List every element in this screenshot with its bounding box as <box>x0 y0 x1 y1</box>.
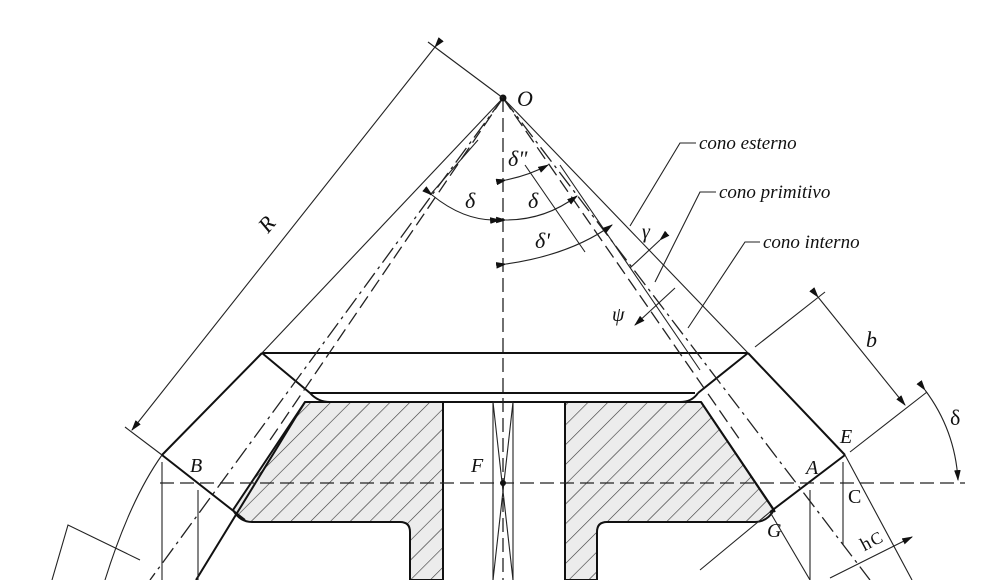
hub-section-right <box>564 401 776 580</box>
label-f: F <box>470 455 484 477</box>
label-delta-prime: δ' <box>535 228 550 253</box>
label-delta-double-prime: δ" <box>508 146 528 171</box>
label-psi: ψ <box>612 304 625 326</box>
center-point-f <box>500 480 506 486</box>
label-delta-back: δ <box>950 405 960 430</box>
gear-outline <box>104 352 913 580</box>
label-apex: O <box>517 86 533 111</box>
label-gamma: γ <box>642 221 651 243</box>
dimension-r <box>124 37 504 456</box>
dimension-b <box>754 287 928 453</box>
label-c: C <box>848 486 861 508</box>
label-delta-right: δ <box>528 188 539 213</box>
leaders <box>629 142 760 329</box>
label-b: b <box>866 327 877 352</box>
label-delta-left: δ <box>465 188 476 213</box>
dimension-hc <box>829 536 913 579</box>
label-b-point: B <box>190 455 202 477</box>
label-r: R <box>252 210 281 238</box>
label-cono-primitivo: cono primitivo <box>719 182 830 203</box>
partial-dimension <box>51 524 141 580</box>
label-cono-esterno: cono esterno <box>699 133 797 154</box>
label-g: G <box>767 520 782 542</box>
label-a: A <box>804 457 819 479</box>
hub-section-left <box>231 401 444 580</box>
angle-arcs <box>422 164 961 482</box>
label-cono-interno: cono interno <box>763 232 860 253</box>
label-e: E <box>839 426 852 448</box>
